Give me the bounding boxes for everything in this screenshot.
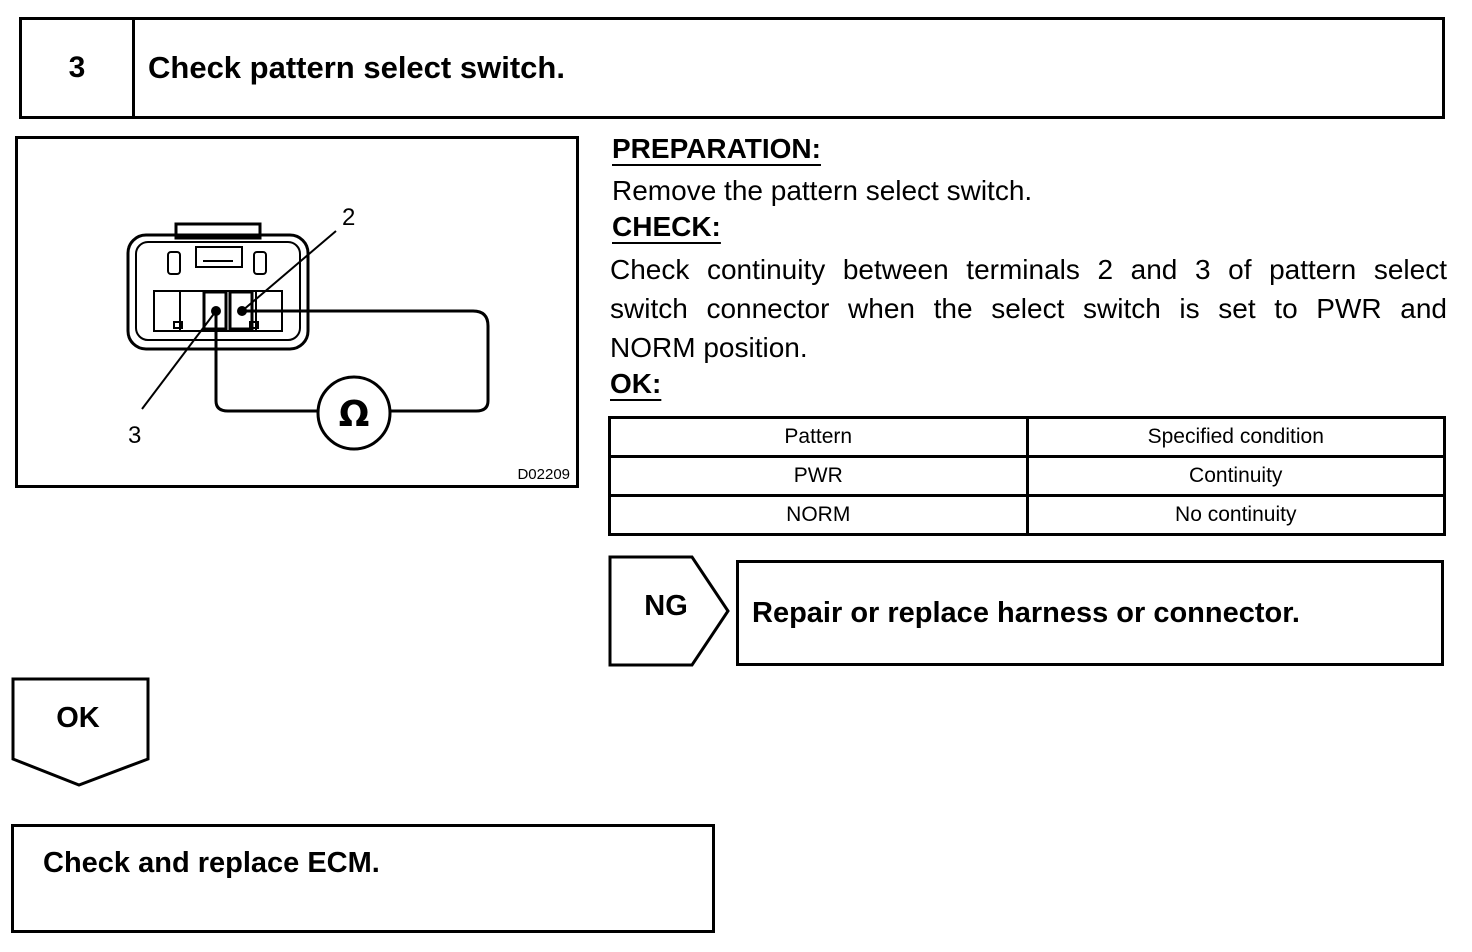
table-row: PWR Continuity (608, 455, 1446, 497)
spec-table: Pattern Specified condition PWR Continui… (608, 416, 1446, 536)
ng-label: NG (644, 590, 688, 622)
table-cell: PWR (608, 455, 1029, 497)
table-cell: NORM (608, 494, 1029, 536)
preparation-text: Remove the pattern select switch. (612, 175, 1033, 206)
step-number: 3 (22, 20, 135, 116)
lead-terminal-2 (242, 309, 490, 413)
terminal-label-2: 2 (342, 204, 355, 231)
lead-terminal-3 (214, 311, 318, 413)
check-text-line-1: Check continuity between terminals 2 and… (610, 254, 1447, 285)
connector-housing (126, 233, 310, 351)
check-text-line-3: NORM position. (610, 332, 808, 363)
column-header-condition: Specified condition (1025, 416, 1446, 458)
ok-heading: OK: (610, 368, 662, 399)
table-row: NORM No continuity (608, 494, 1446, 536)
ok-arrow-shape (11, 677, 150, 787)
ng-arrow-shape (608, 555, 730, 667)
step-header: 3 Check pattern select switch. (19, 17, 1445, 119)
check-heading: CHECK: (612, 211, 721, 242)
ok-action-box: Check and replace ECM. (11, 824, 715, 933)
ok-label: OK (56, 702, 100, 734)
connector-illustration: 2 3 Ω D02209 (126, 204, 570, 483)
connector-diagram: 2 3 Ω D02209 (15, 136, 579, 488)
ohmmeter (316, 375, 392, 451)
column-header-pattern: Pattern (608, 416, 1029, 458)
preparation-heading: PREPARATION: (612, 133, 821, 164)
ohm-symbol: Ω (339, 394, 370, 435)
terminal-label-3: 3 (128, 422, 141, 449)
figure-code: D02209 (517, 466, 570, 483)
step-title: Check pattern select switch. (148, 50, 565, 85)
table-header-row: Pattern Specified condition (608, 416, 1446, 458)
table-cell: Continuity (1025, 455, 1446, 497)
check-text-line-2: switch connector when the select switch … (610, 293, 1447, 324)
table-cell: No continuity (1025, 494, 1446, 536)
ng-action-box: Repair or replace harness or connector. (736, 560, 1444, 666)
